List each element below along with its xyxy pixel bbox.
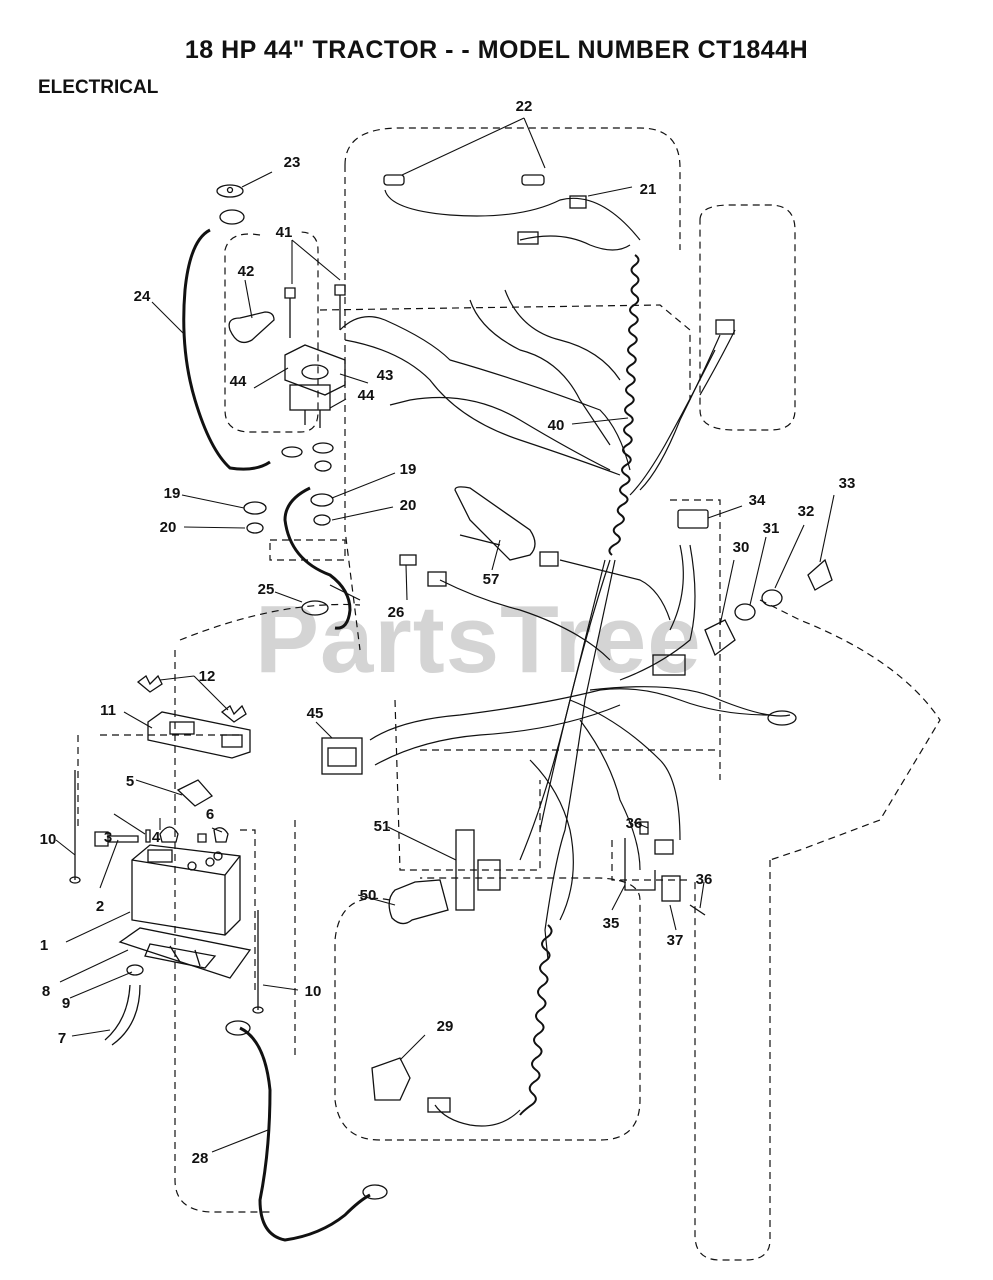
ignition-switch-30 [652,619,736,676]
callout-19: 19 [400,461,417,478]
callout-9: 9 [62,995,70,1012]
callout-2: 2 [96,898,104,915]
leader-lines [55,117,835,1153]
bracket-35 [624,838,656,891]
callout-3: 3 [104,829,112,846]
callout-10: 10 [305,983,322,1000]
fuse-holder-57 [454,486,536,561]
solenoid-43 [284,344,346,428]
diagram-title: 18 HP 44" TRACTOR - - MODEL NUMBER CT184… [184,36,809,64]
battery-tray-8 [118,927,252,979]
callout-25: 25 [258,581,275,598]
callout-33: 33 [839,475,856,492]
callout-19: 19 [164,485,181,502]
callout-6: 6 [206,806,214,823]
callout-21: 21 [640,181,657,198]
callout-45: 45 [307,705,324,722]
callout-31: 31 [763,520,780,537]
section-label: ELECTRICAL [38,77,159,98]
boot-42 [228,311,275,344]
wing-nut-12 [136,674,163,693]
battery-cables [182,228,371,1242]
tractor-outline [77,127,941,1261]
module-45 [321,737,363,775]
nut-31 [734,603,756,621]
callout-28: 28 [192,1150,209,1167]
callout-1: 1 [40,937,48,954]
callout-20: 20 [400,497,417,514]
wire-connectors-22 [383,174,587,245]
callout-44: 44 [230,373,247,390]
callout-42: 42 [238,263,255,280]
battery-1 [131,844,241,936]
hose-7 [104,984,141,1046]
callout-43: 43 [377,367,394,384]
switch-34 [677,509,709,529]
ring-32 [761,589,783,607]
switch-50 [388,879,449,925]
callout-8: 8 [42,983,50,1000]
callout-41: 41 [276,224,293,241]
callout-36: 36 [626,815,643,832]
connector-33 [807,558,833,591]
pad-5 [176,779,214,807]
washer-23 [216,184,244,198]
callout-24: 24 [134,288,151,305]
coiled-cable-40 [519,254,640,1116]
callout-23: 23 [284,154,301,171]
callout-10: 10 [40,831,57,848]
callout-20: 20 [160,519,177,536]
fitting-9 [126,964,144,976]
callout-30: 30 [733,539,750,556]
callout-7: 7 [58,1030,66,1047]
callout-29: 29 [437,1018,454,1035]
callout-35: 35 [603,915,620,932]
switch-29 [371,1057,411,1101]
connector-26 [399,554,417,566]
callout-11: 11 [100,702,116,719]
callout-51: 51 [374,818,391,835]
callout-37: 37 [667,932,684,949]
washer-19 [243,501,267,515]
callout-40: 40 [548,417,565,434]
callout-44: 44 [358,387,375,404]
callout-32: 32 [798,503,815,520]
wiring-harness [329,189,791,1127]
callout-26: 26 [388,604,405,621]
bolt-41 [284,287,296,338]
terminal-bolts [94,831,139,847]
callout-57: 57 [483,571,500,588]
callout-34: 34 [749,492,766,509]
hold-down-11 [147,711,251,759]
callout-36: 36 [696,871,713,888]
callout-12: 12 [199,668,216,685]
bracket-51 [455,829,475,911]
nut-20 [246,522,264,534]
switch-37 [661,875,681,902]
callout-50: 50 [360,887,377,904]
callout-4: 4 [152,829,161,846]
callout-22: 22 [516,98,533,115]
cable-eyelet [219,209,245,225]
callout-5: 5 [126,773,134,790]
